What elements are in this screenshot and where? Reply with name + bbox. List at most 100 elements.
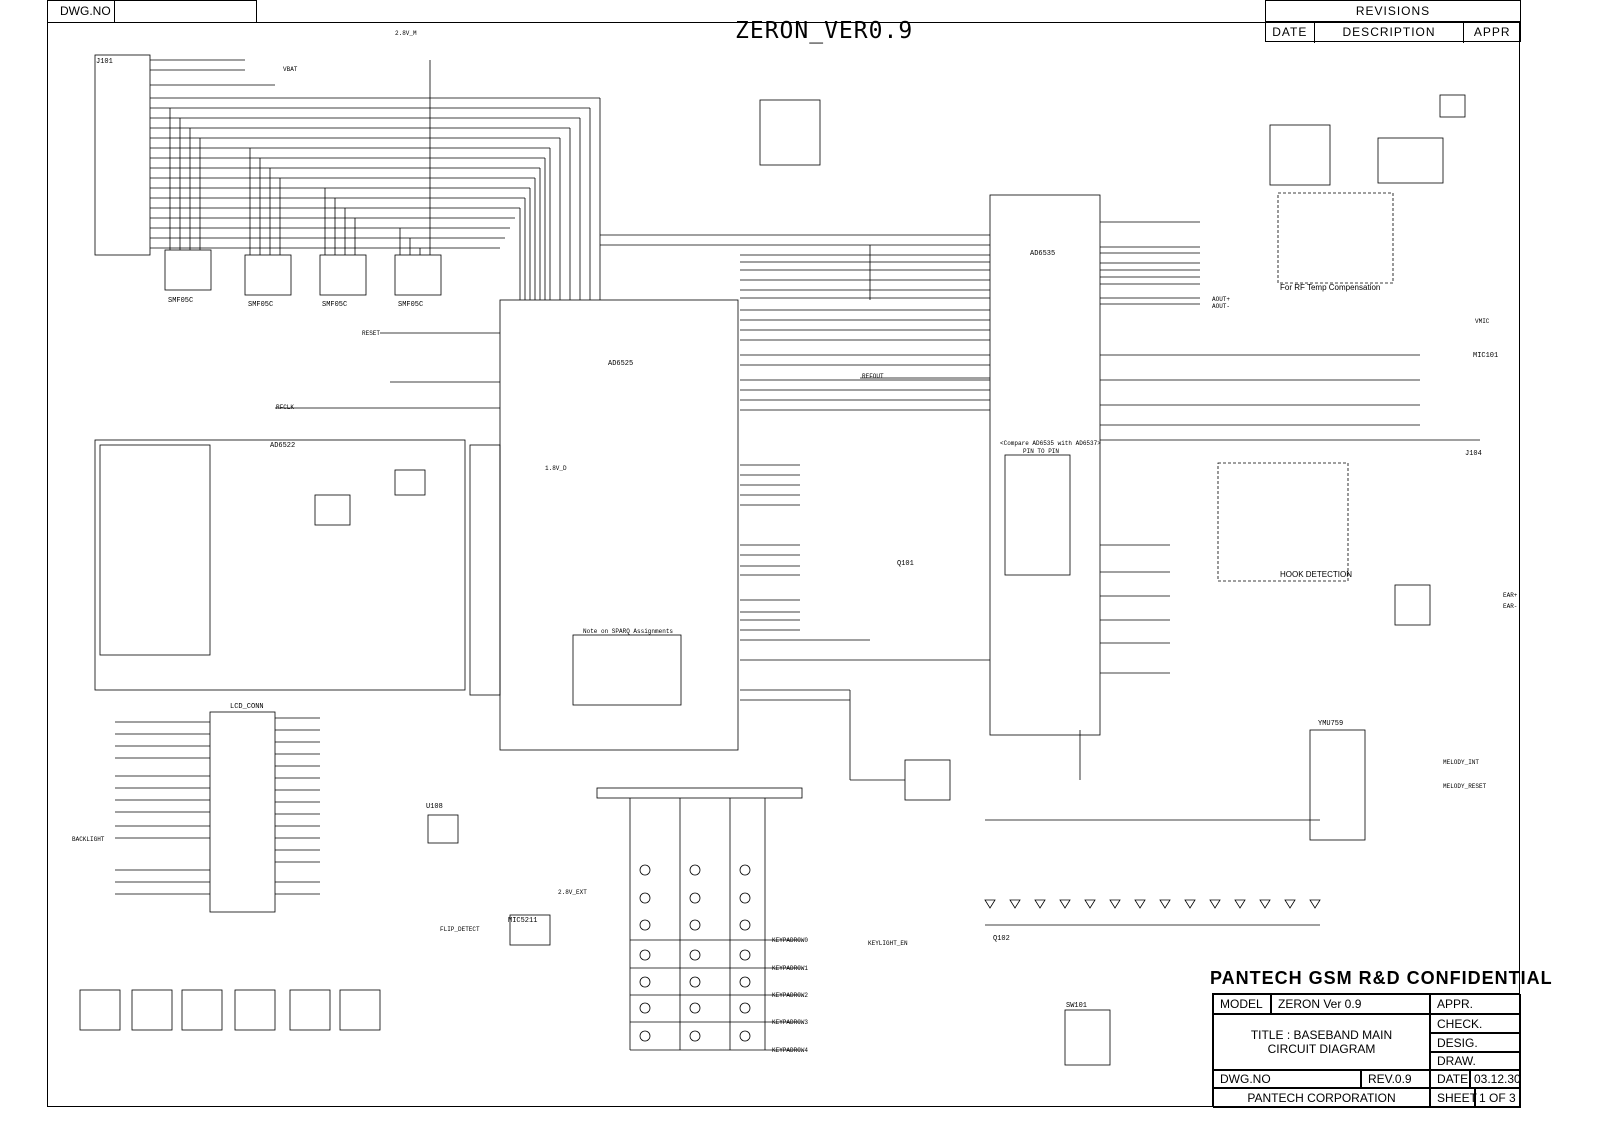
tb-title-line1: TITLE : BASEBAND MAIN (1250, 1028, 1393, 1042)
tb-draw: DRAW. (1430, 1052, 1521, 1070)
tb-model-value: ZERON Ver 0.9 (1271, 994, 1430, 1014)
mic101-label: MIC101 (1473, 352, 1499, 360)
u108-body (427, 814, 459, 844)
d106-esd-array (319, 254, 367, 296)
lcd-connector-body (209, 711, 276, 913)
revisions-col-appr: APPR (1473, 25, 1511, 39)
q103-body (1377, 137, 1444, 184)
hook-detection-box (1217, 462, 1349, 582)
u101-u102-bus (600, 234, 990, 411)
u101-label: AD6525 (608, 360, 634, 368)
rf-temp-note: For RF Temp Compensation (1280, 283, 1381, 292)
sw101-body (1064, 1009, 1111, 1066)
dwg-no-value-box (115, 0, 257, 22)
confidential-banner: PANTECH GSM R&D CONFIDENTIAL (1210, 968, 1553, 988)
u104-melody-body (1309, 729, 1366, 841)
drawing-title: ZERON_VER0.9 (735, 18, 914, 44)
flash-label: AD6522 (270, 442, 296, 450)
q101-label: Q101 (897, 560, 914, 568)
q102-label: Q102 (993, 935, 1010, 943)
revisions-heading: REVISIONS (1266, 1, 1520, 22)
tb-company: PANTECH CORPORATION (1213, 1088, 1430, 1108)
net-keypadrow1-label: KEYPADROW1 (772, 965, 809, 972)
net-keypadrow4-label: KEYPADROW4 (772, 1047, 809, 1054)
j104-label: J104 (1465, 450, 1482, 458)
net-keypadrow0-label: KEYPADROW0 (772, 937, 809, 944)
flash-memory-block (94, 439, 466, 691)
net-aout-plus-label: AOUT+ (1212, 296, 1231, 303)
u108-label: U108 (426, 803, 443, 811)
net-melody-int-label: MELODY_INT (1443, 759, 1480, 766)
title-block: MODEL ZERON Ver 0.9 APPR. TITLE : BASEBA… (1212, 993, 1521, 1108)
net-melody-reset-label: MELODY_RESET (1443, 783, 1487, 790)
net-aout-minus-label: AOUT- (1212, 303, 1231, 310)
tb-date-value: 03.12.30 (1470, 1070, 1521, 1088)
u109-body (904, 759, 951, 801)
lcd-filter-networks (79, 989, 381, 1031)
tb-desig: DESIG. (1430, 1033, 1521, 1052)
net-keypadrow2-label: KEYPADROW2 (772, 992, 809, 999)
keypad-bus (596, 787, 803, 799)
rf-temp-box (1277, 192, 1394, 284)
pin-to-pin-note: PIN TO PIN (1023, 448, 1060, 455)
tb-check: CHECK. (1430, 1014, 1521, 1033)
dwg-no-tab: DWG.NO (47, 0, 115, 22)
misc-wires (275, 221, 1480, 781)
j101-bus (150, 59, 470, 249)
net-reset-label: RESET (362, 330, 381, 337)
u112-body (1394, 584, 1431, 626)
keypad-matrix (629, 798, 800, 1051)
net-keylight-label: KEYLIGHT_EN (868, 940, 908, 947)
net-backlight-label: BACKLIGHT (72, 836, 105, 843)
tb-model-label: MODEL (1213, 994, 1271, 1014)
charger-ic-body (1269, 124, 1331, 186)
net-keypadrow3-label: KEYPADROW3 (772, 1019, 809, 1026)
resistor-bank-r106 (470, 97, 601, 300)
lcd-connector-pins (115, 717, 320, 895)
tb-title-line2: CIRCUIT DIAGRAM (1267, 1042, 1376, 1056)
u104-label: YMU759 (1318, 720, 1344, 728)
lcd-connector-label: LCD_CONN (230, 703, 264, 711)
u111-body (394, 469, 426, 496)
keypad-led-row (985, 819, 1320, 926)
tb-date-label: DATE (1430, 1070, 1470, 1088)
sw101-label: SW101 (1066, 1002, 1088, 1010)
tb-sheet-value: 1 OF 3 (1475, 1088, 1521, 1108)
net-28v-ext-label: 2.8V_EXT (558, 889, 587, 896)
drawing-frame (47, 22, 1520, 1107)
u107-body (509, 914, 551, 946)
j105-body (1439, 94, 1466, 118)
d107-label: SMF05C (398, 301, 424, 309)
hook-detection-note: HOOK DETECTION (1280, 570, 1353, 579)
gpio-note-table (572, 634, 682, 706)
u110-body (314, 494, 351, 526)
flash-u103-body (99, 444, 211, 656)
d104-esd-array (164, 249, 212, 291)
u107-label: MIC5211 (508, 917, 538, 925)
tb-appr: APPR. (1430, 994, 1521, 1014)
d106-label: SMF05C (322, 301, 348, 309)
revisions-col-description: DESCRIPTION (1315, 22, 1465, 43)
tb-sheet-label: SHEET (1430, 1088, 1477, 1108)
keypad-leds (984, 899, 1321, 909)
d105-esd-array (244, 254, 292, 296)
net-rfclk-label: RFCLK (276, 404, 295, 411)
net-ear-plus-label: EAR+ (1503, 592, 1518, 599)
tb-title-cell: TITLE : BASEBAND MAIN CIRCUIT DIAGRAM (1213, 1014, 1430, 1070)
compare-table (1004, 454, 1071, 576)
u102-ad6535-body (989, 194, 1101, 736)
d105-label: SMF05C (248, 301, 274, 309)
net-ear-minus-label: EAR- (1503, 603, 1518, 610)
revisions-table: REVISIONS DATE DESCRIPTION APPR (1265, 0, 1521, 43)
gpio-note-title: Note on SPARQ Assignments (583, 628, 674, 635)
net-refout-label: REFOUT (862, 373, 884, 380)
tb-rev: REV.0.9 (1361, 1070, 1430, 1088)
d107-esd-array (394, 254, 442, 296)
net-18v-d-label: 1.8V_D (545, 465, 567, 472)
net-vbat-label: VBAT (283, 66, 298, 73)
revisions-col-date: DATE (1266, 22, 1315, 43)
u105-regulator-body (759, 99, 821, 166)
compare-note: <Compare AD6535 with AD6537> (1000, 440, 1101, 447)
tb-dwg-no: DWG.NO (1213, 1070, 1361, 1088)
